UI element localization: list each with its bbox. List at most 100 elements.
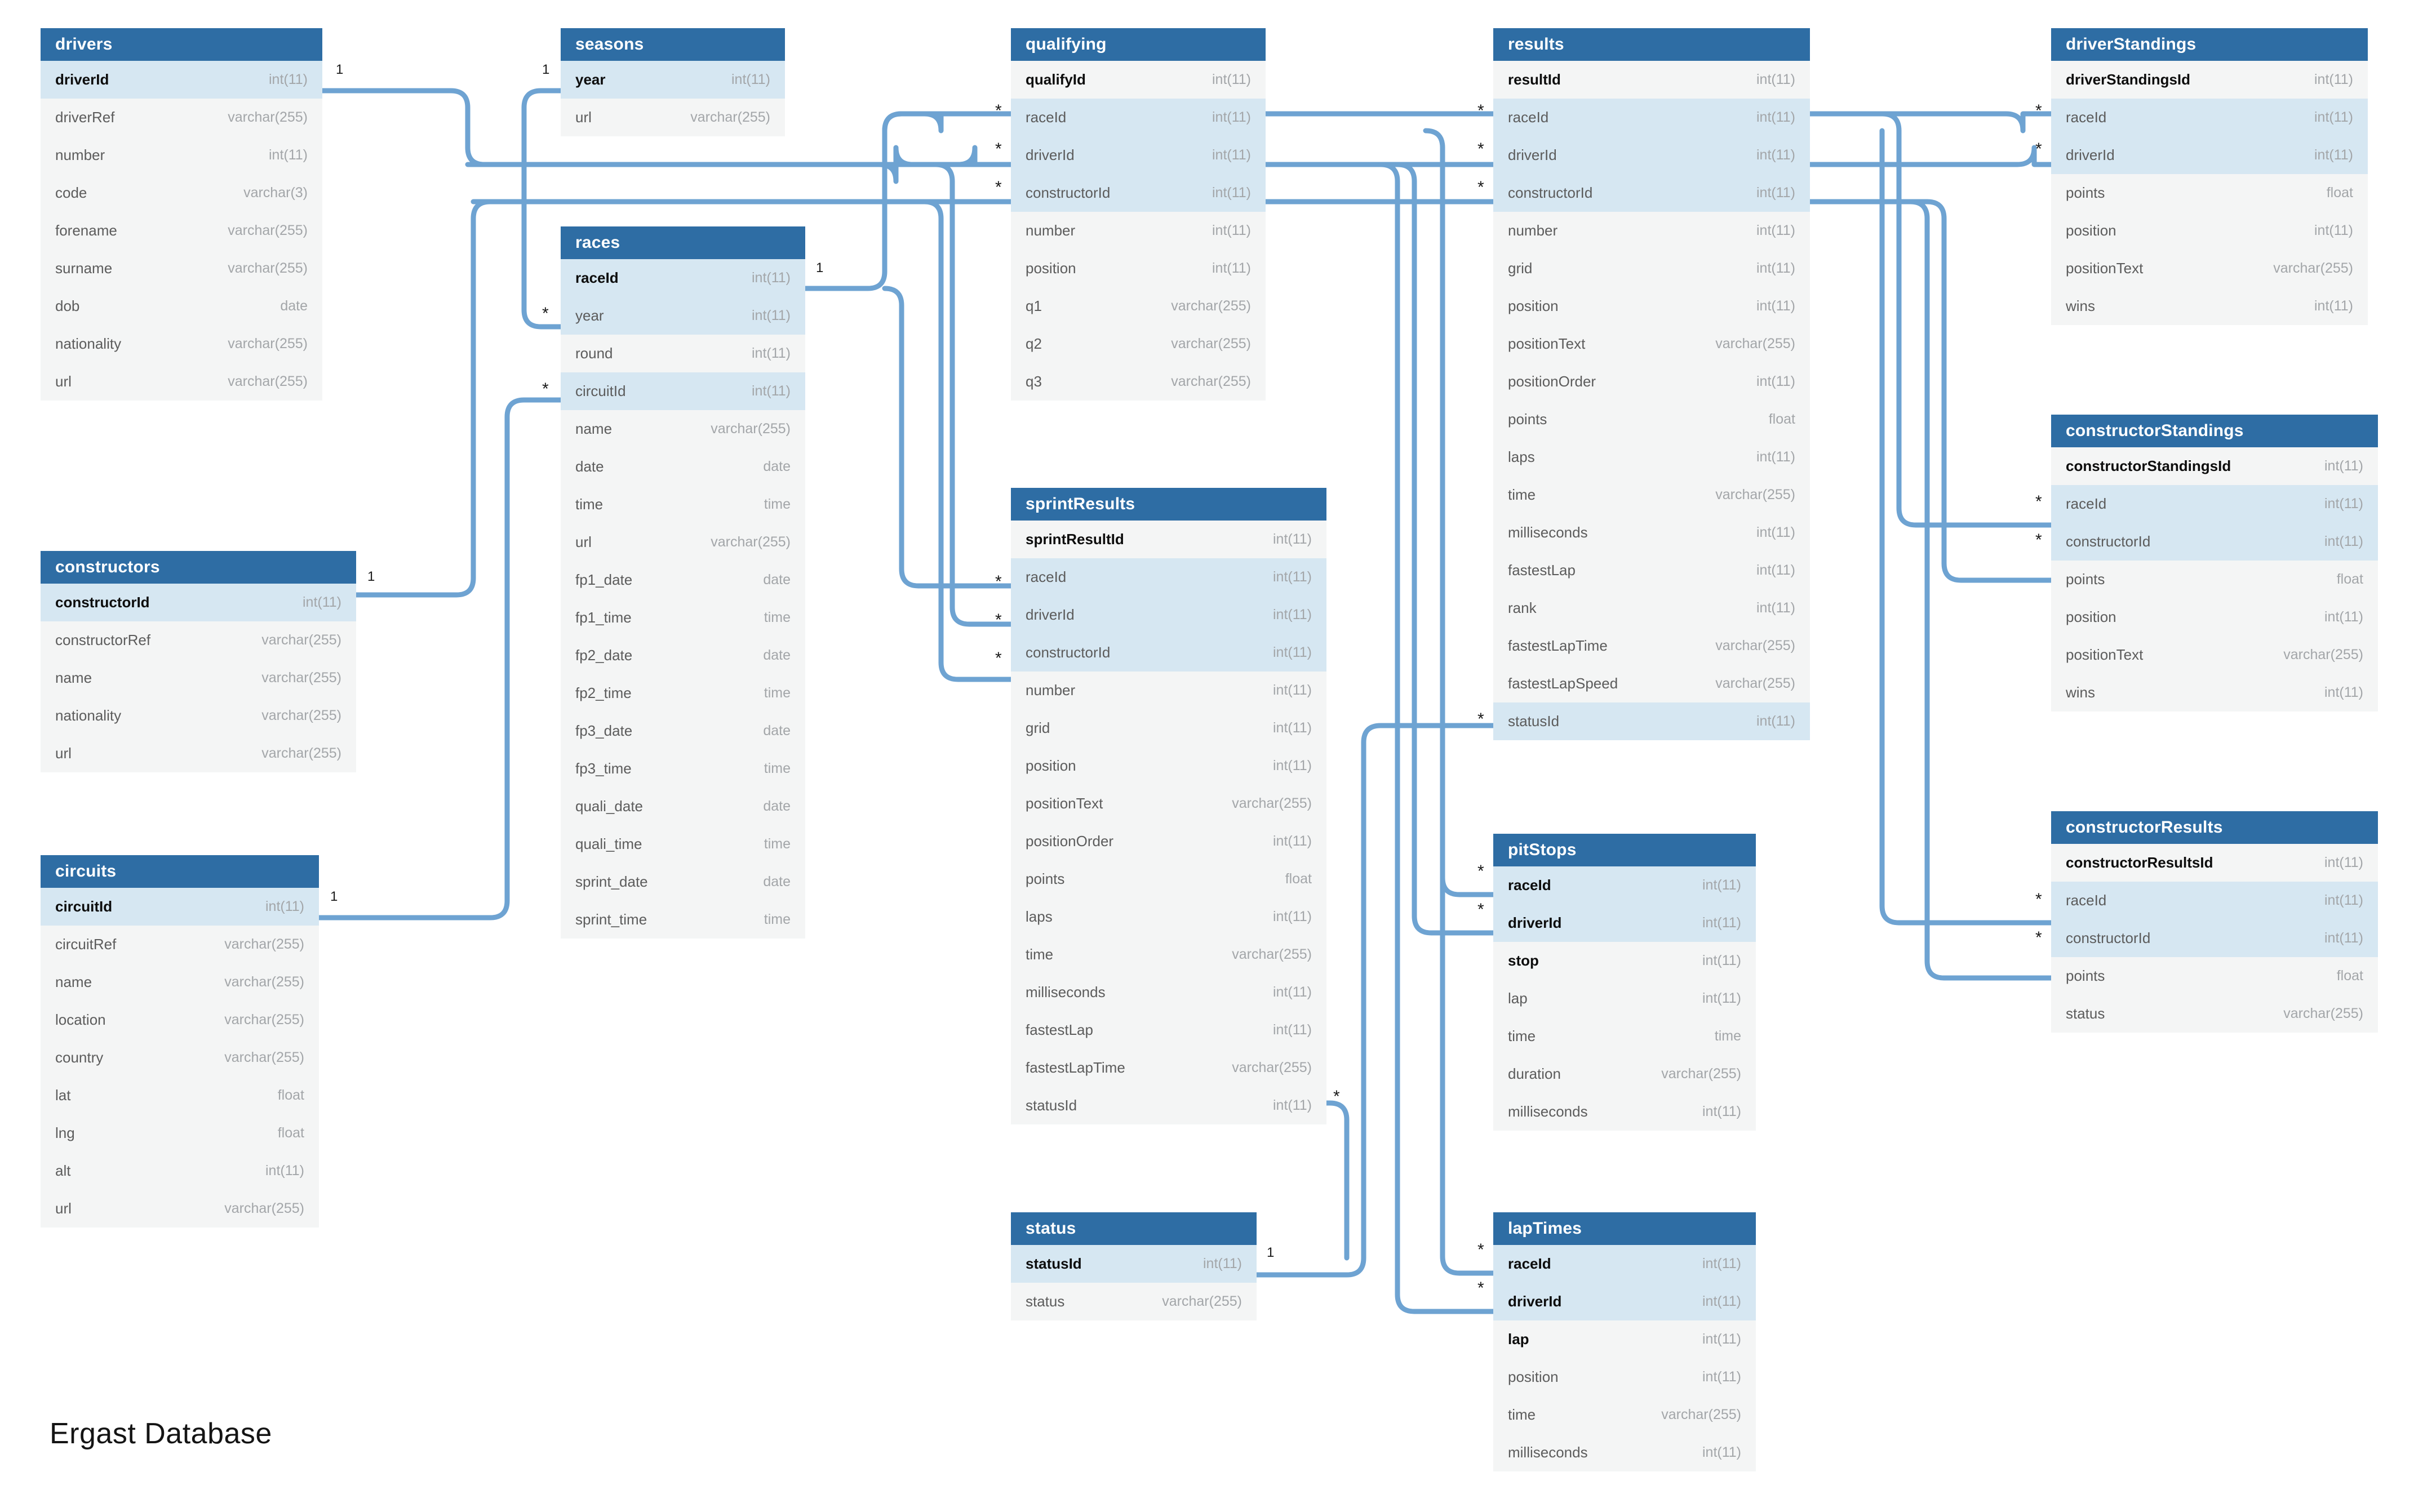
field-row-sprintResults-number[interactable]: numberint(11)	[1011, 671, 1326, 709]
field-row-constructorResults-points[interactable]: pointsfloat	[2051, 957, 2378, 995]
entity-table-status[interactable]: statusstatusIdint(11)statusvarchar(255)	[1011, 1212, 1257, 1320]
field-row-sprintResults-statusId[interactable]: statusIdint(11)	[1011, 1087, 1326, 1124]
field-row-constructors-nationality[interactable]: nationalityvarchar(255)	[41, 697, 356, 735]
field-row-driverStandings-wins[interactable]: winsint(11)	[2051, 287, 2368, 325]
entity-table-races[interactable]: racesraceIdint(11)yearint(11)roundint(11…	[561, 226, 805, 939]
field-row-pitStops-raceId[interactable]: raceIdint(11)	[1493, 866, 1756, 904]
entity-table-seasons[interactable]: seasonsyearint(11)urlvarchar(255)	[561, 28, 785, 136]
field-row-drivers-driverId[interactable]: driverIdint(11)	[41, 61, 322, 99]
field-row-constructors-name[interactable]: namevarchar(255)	[41, 659, 356, 697]
field-row-drivers-dob[interactable]: dobdate	[41, 287, 322, 325]
field-row-circuits-lat[interactable]: latfloat	[41, 1077, 319, 1114]
field-row-results-position[interactable]: positionint(11)	[1493, 287, 1810, 325]
field-row-sprintResults-grid[interactable]: gridint(11)	[1011, 709, 1326, 747]
field-row-races-fp3_date[interactable]: fp3_datedate	[561, 712, 805, 750]
field-row-results-points[interactable]: pointsfloat	[1493, 401, 1810, 438]
entity-table-circuits[interactable]: circuitscircuitIdint(11)circuitRefvarcha…	[41, 855, 319, 1228]
field-row-races-url[interactable]: urlvarchar(255)	[561, 523, 805, 561]
field-row-drivers-number[interactable]: numberint(11)	[41, 136, 322, 174]
field-row-races-sprint_date[interactable]: sprint_datedate	[561, 863, 805, 901]
field-row-sprintResults-points[interactable]: pointsfloat	[1011, 860, 1326, 898]
entity-table-constructorStandings[interactable]: constructorStandingsconstructorStandings…	[2051, 415, 2378, 711]
field-row-circuits-alt[interactable]: altint(11)	[41, 1152, 319, 1190]
field-row-seasons-year[interactable]: yearint(11)	[561, 61, 785, 99]
field-row-constructors-constructorRef[interactable]: constructorRefvarchar(255)	[41, 621, 356, 659]
field-row-circuits-url[interactable]: urlvarchar(255)	[41, 1190, 319, 1228]
field-row-pitStops-driverId[interactable]: driverIdint(11)	[1493, 904, 1756, 942]
field-row-drivers-surname[interactable]: surnamevarchar(255)	[41, 250, 322, 287]
field-row-constructorStandings-position[interactable]: positionint(11)	[2051, 598, 2378, 636]
field-row-constructorResults-constructorId[interactable]: constructorIdint(11)	[2051, 919, 2378, 957]
entity-table-constructors[interactable]: constructorsconstructorIdint(11)construc…	[41, 551, 356, 772]
field-row-driverStandings-driverStandingsId[interactable]: driverStandingsIdint(11)	[2051, 61, 2368, 99]
field-row-results-fastestLapTime[interactable]: fastestLapTimevarchar(255)	[1493, 627, 1810, 665]
field-row-pitStops-time[interactable]: timetime	[1493, 1017, 1756, 1055]
entity-table-qualifying[interactable]: qualifyingqualifyIdint(11)raceIdint(11)d…	[1011, 28, 1266, 401]
field-row-lapTimes-raceId[interactable]: raceIdint(11)	[1493, 1245, 1756, 1283]
field-row-races-round[interactable]: roundint(11)	[561, 335, 805, 372]
field-row-races-circuitId[interactable]: circuitIdint(11)	[561, 372, 805, 410]
field-row-circuits-lng[interactable]: lngfloat	[41, 1114, 319, 1152]
entity-table-lapTimes[interactable]: lapTimesraceIdint(11)driverIdint(11)lapi…	[1493, 1212, 1756, 1471]
field-row-lapTimes-milliseconds[interactable]: millisecondsint(11)	[1493, 1434, 1756, 1471]
field-row-sprintResults-constructorId[interactable]: constructorIdint(11)	[1011, 634, 1326, 671]
field-row-races-fp2_time[interactable]: fp2_timetime	[561, 674, 805, 712]
field-row-sprintResults-time[interactable]: timevarchar(255)	[1011, 936, 1326, 973]
field-row-sprintResults-raceId[interactable]: raceIdint(11)	[1011, 558, 1326, 596]
field-row-drivers-nationality[interactable]: nationalityvarchar(255)	[41, 325, 322, 363]
field-row-races-fp1_time[interactable]: fp1_timetime	[561, 599, 805, 637]
field-row-sprintResults-position[interactable]: positionint(11)	[1011, 747, 1326, 785]
field-row-results-constructorId[interactable]: constructorIdint(11)	[1493, 174, 1810, 212]
field-row-constructorResults-status[interactable]: statusvarchar(255)	[2051, 995, 2378, 1033]
field-row-circuits-country[interactable]: countryvarchar(255)	[41, 1039, 319, 1077]
field-row-results-milliseconds[interactable]: millisecondsint(11)	[1493, 514, 1810, 552]
field-row-races-fp1_date[interactable]: fp1_datedate	[561, 561, 805, 599]
field-row-results-time[interactable]: timevarchar(255)	[1493, 476, 1810, 514]
entity-table-driverStandings[interactable]: driverStandingsdriverStandingsIdint(11)r…	[2051, 28, 2368, 325]
field-row-constructorStandings-constructorId[interactable]: constructorIdint(11)	[2051, 523, 2378, 561]
field-row-races-time[interactable]: timetime	[561, 486, 805, 523]
field-row-results-positionText[interactable]: positionTextvarchar(255)	[1493, 325, 1810, 363]
entity-table-constructorResults[interactable]: constructorResultsconstructorResultsIdin…	[2051, 811, 2378, 1033]
field-row-results-laps[interactable]: lapsint(11)	[1493, 438, 1810, 476]
field-row-status-status[interactable]: statusvarchar(255)	[1011, 1283, 1257, 1320]
field-row-races-fp3_time[interactable]: fp3_timetime	[561, 750, 805, 788]
field-row-sprintResults-fastestLap[interactable]: fastestLapint(11)	[1011, 1011, 1326, 1049]
field-row-drivers-forename[interactable]: forenamevarchar(255)	[41, 212, 322, 250]
field-row-constructorStandings-raceId[interactable]: raceIdint(11)	[2051, 485, 2378, 523]
field-row-lapTimes-position[interactable]: positionint(11)	[1493, 1358, 1756, 1396]
field-row-constructorStandings-wins[interactable]: winsint(11)	[2051, 674, 2378, 711]
field-row-results-statusId[interactable]: statusIdint(11)	[1493, 702, 1810, 740]
field-row-qualifying-q3[interactable]: q3varchar(255)	[1011, 363, 1266, 401]
entity-table-sprintResults[interactable]: sprintResultssprintResultIdint(11)raceId…	[1011, 488, 1326, 1124]
field-row-results-positionOrder[interactable]: positionOrderint(11)	[1493, 363, 1810, 401]
field-row-qualifying-driverId[interactable]: driverIdint(11)	[1011, 136, 1266, 174]
field-row-races-quali_date[interactable]: quali_datedate	[561, 788, 805, 825]
field-row-driverStandings-positionText[interactable]: positionTextvarchar(255)	[2051, 250, 2368, 287]
field-row-sprintResults-milliseconds[interactable]: millisecondsint(11)	[1011, 973, 1326, 1011]
field-row-drivers-driverRef[interactable]: driverRefvarchar(255)	[41, 99, 322, 136]
field-row-driverStandings-driverId[interactable]: driverIdint(11)	[2051, 136, 2368, 174]
field-row-sprintResults-laps[interactable]: lapsint(11)	[1011, 898, 1326, 936]
field-row-circuits-circuitId[interactable]: circuitIdint(11)	[41, 888, 319, 926]
field-row-constructors-constructorId[interactable]: constructorIdint(11)	[41, 584, 356, 621]
entity-table-drivers[interactable]: driversdriverIdint(11)driverRefvarchar(2…	[41, 28, 322, 401]
field-row-sprintResults-sprintResultId[interactable]: sprintResultIdint(11)	[1011, 521, 1326, 558]
field-row-driverStandings-raceId[interactable]: raceIdint(11)	[2051, 99, 2368, 136]
entity-table-pitStops[interactable]: pitStopsraceIdint(11)driverIdint(11)stop…	[1493, 834, 1756, 1131]
field-row-results-fastestLapSpeed[interactable]: fastestLapSpeedvarchar(255)	[1493, 665, 1810, 702]
field-row-qualifying-position[interactable]: positionint(11)	[1011, 250, 1266, 287]
field-row-circuits-location[interactable]: locationvarchar(255)	[41, 1001, 319, 1039]
field-row-races-quali_time[interactable]: quali_timetime	[561, 825, 805, 863]
field-row-races-name[interactable]: namevarchar(255)	[561, 410, 805, 448]
field-row-qualifying-constructorId[interactable]: constructorIdint(11)	[1011, 174, 1266, 212]
field-row-sprintResults-driverId[interactable]: driverIdint(11)	[1011, 596, 1326, 634]
field-row-qualifying-q1[interactable]: q1varchar(255)	[1011, 287, 1266, 325]
field-row-sprintResults-positionText[interactable]: positionTextvarchar(255)	[1011, 785, 1326, 822]
field-row-pitStops-lap[interactable]: lapint(11)	[1493, 980, 1756, 1017]
field-row-sprintResults-fastestLapTime[interactable]: fastestLapTimevarchar(255)	[1011, 1049, 1326, 1087]
field-row-qualifying-q2[interactable]: q2varchar(255)	[1011, 325, 1266, 363]
field-row-pitStops-duration[interactable]: durationvarchar(255)	[1493, 1055, 1756, 1093]
field-row-driverStandings-points[interactable]: pointsfloat	[2051, 174, 2368, 212]
field-row-circuits-name[interactable]: namevarchar(255)	[41, 963, 319, 1001]
